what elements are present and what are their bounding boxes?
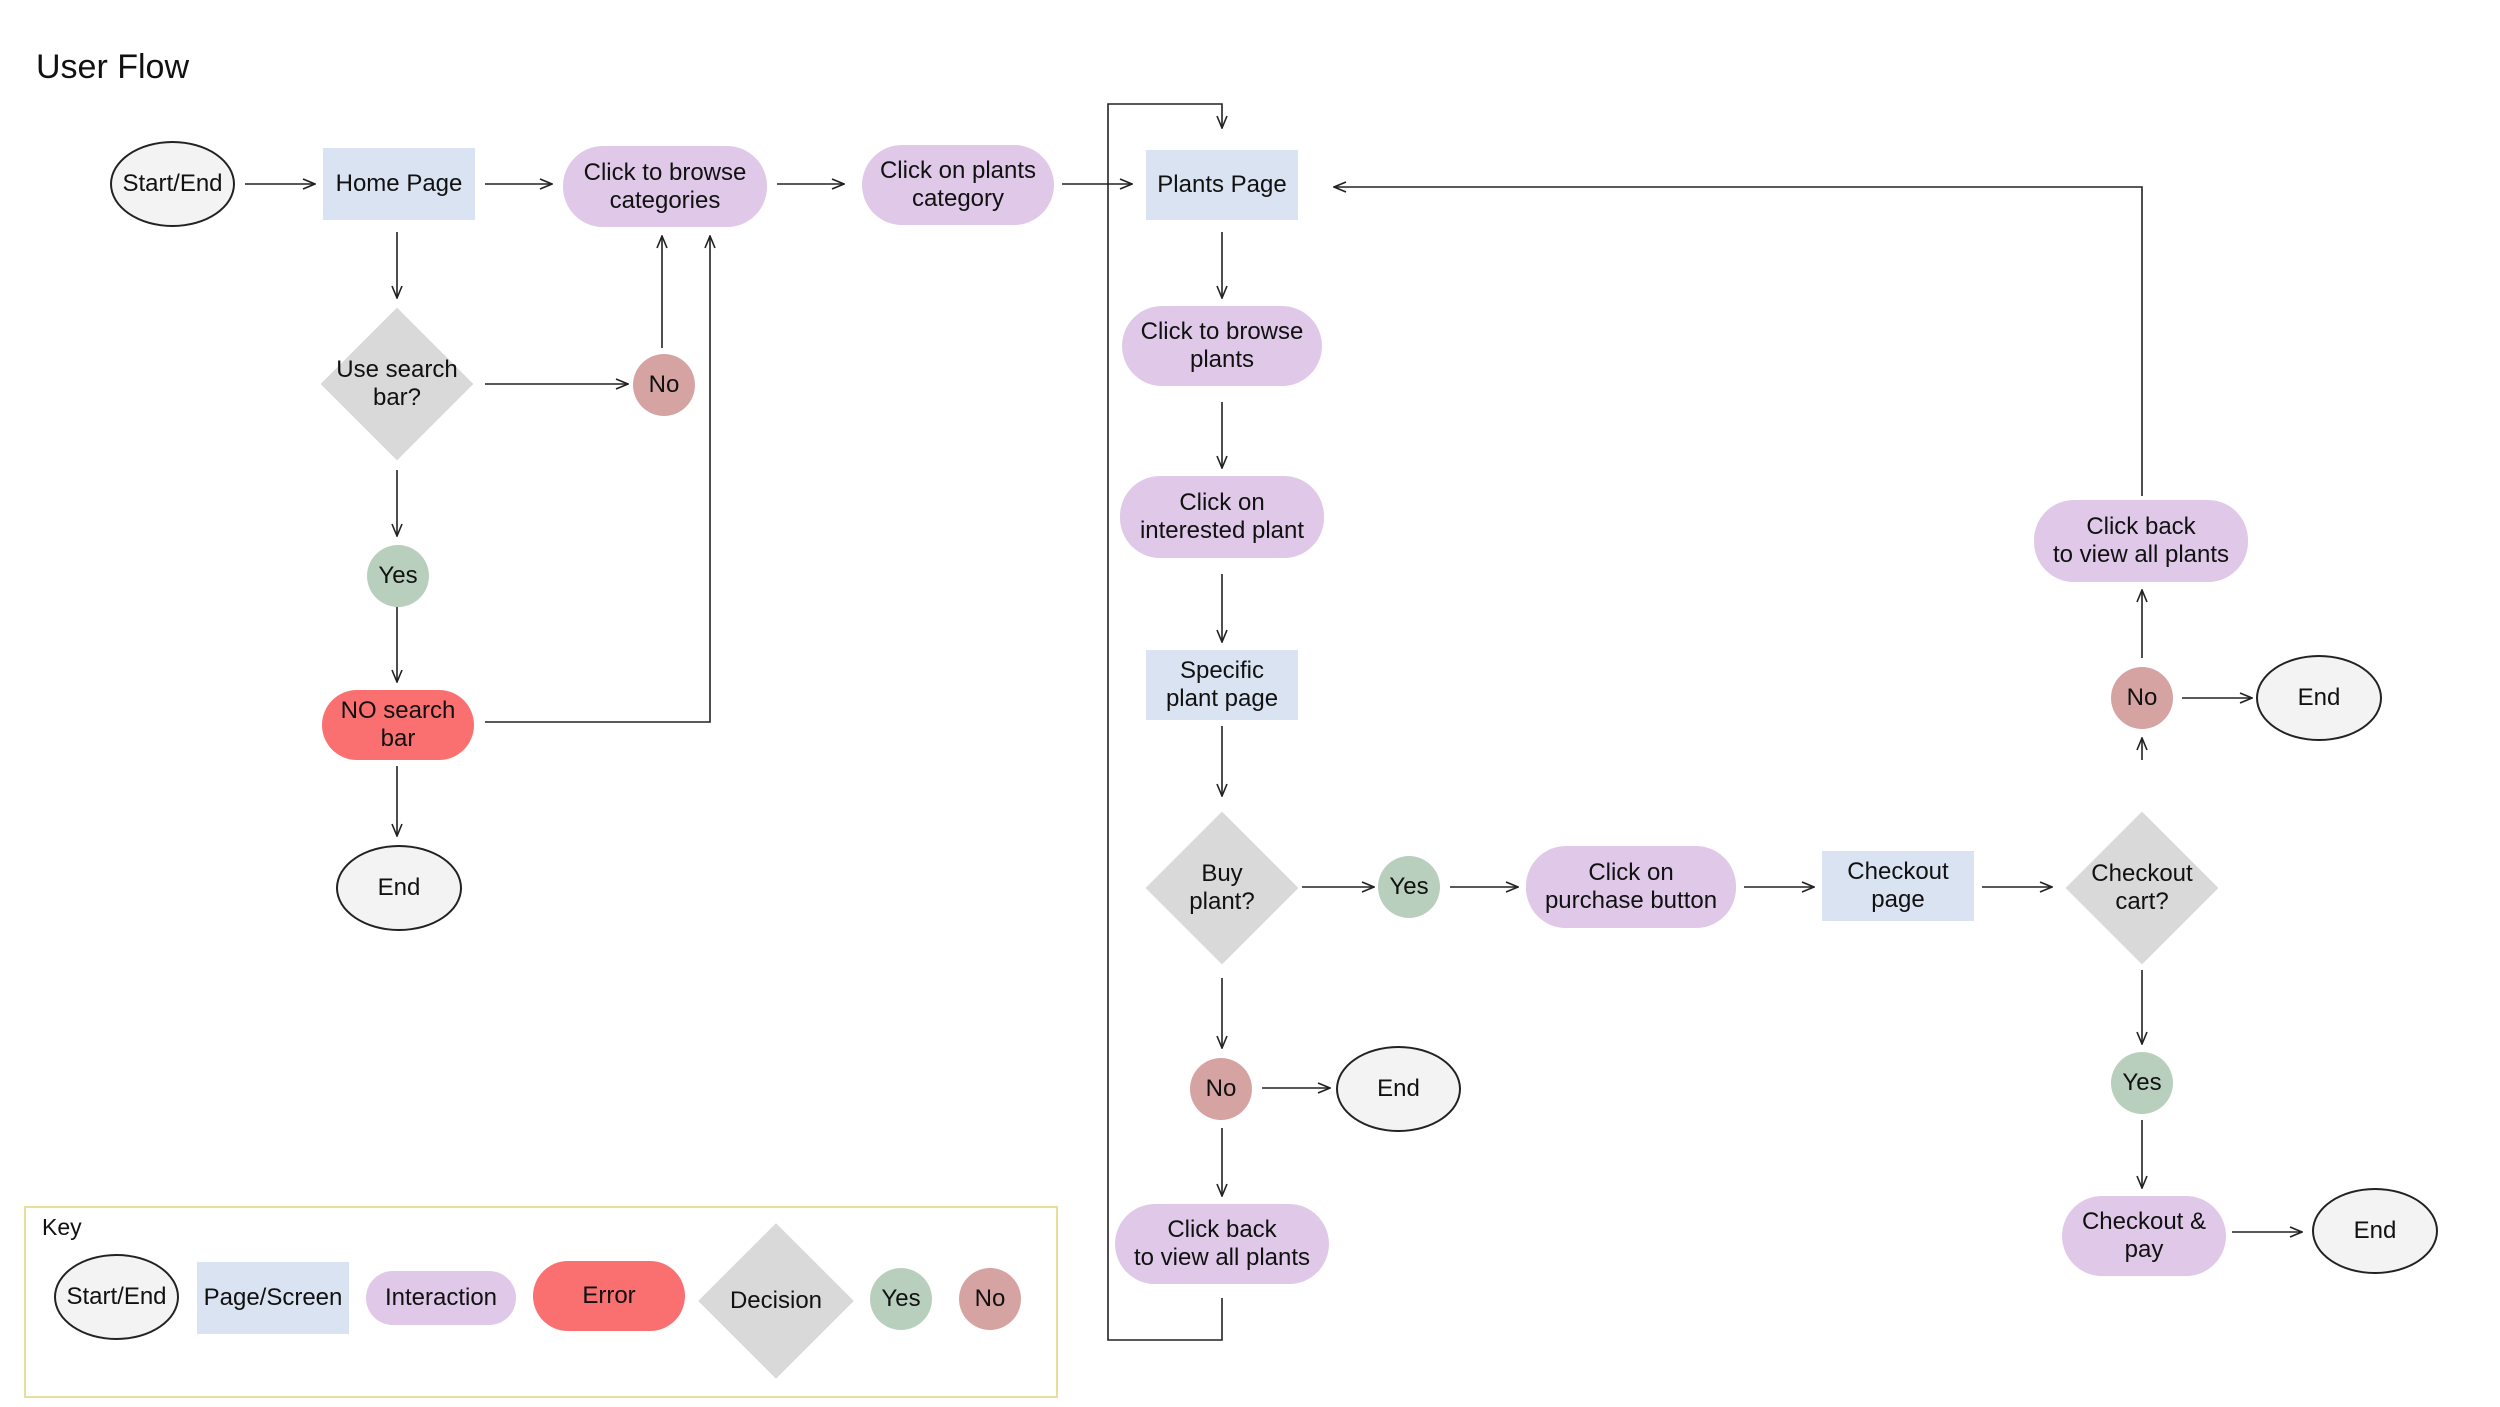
specific-plant-page-box: Specific plant page xyxy=(1146,650,1298,720)
yes-checkout-circle: Yes xyxy=(2111,1052,2173,1114)
buy-plant-label: Buy plant? xyxy=(1189,860,1255,915)
click-back-top-pill: Click back to view all plants xyxy=(2034,500,2248,582)
click-back-bottom-pill: Click back to view all plants xyxy=(1115,1204,1329,1284)
key-yes: Yes xyxy=(870,1268,932,1330)
checkout-page-box: Checkout page xyxy=(1822,851,1974,921)
checkout-cart-label: Checkout cart? xyxy=(2091,860,2193,915)
use-search-decision: Use search bar? xyxy=(320,307,474,461)
checkout-pay-pill: Checkout & pay xyxy=(2062,1196,2226,1276)
plants-page-box: Plants Page xyxy=(1146,150,1298,220)
plants-category-pill: Click on plants category xyxy=(862,145,1054,225)
end-buy-oval: End xyxy=(1336,1046,1461,1132)
key-no: No xyxy=(959,1268,1021,1330)
key-page-screen: Page/Screen xyxy=(197,1262,349,1334)
home-page-box: Home Page xyxy=(323,148,475,220)
buy-plant-decision: Buy plant? xyxy=(1145,811,1299,965)
end-pay-oval: End xyxy=(2312,1188,2438,1274)
purchase-button-pill: Click on purchase button xyxy=(1526,846,1736,928)
loop-back-connector xyxy=(1107,103,1222,1341)
start-end-oval: Start/End xyxy=(110,141,235,227)
no-checkout-circle: No xyxy=(2111,667,2173,729)
browse-categories-pill: Click to browse categories xyxy=(563,146,767,227)
end-left-oval: End xyxy=(336,845,462,931)
yes-search-circle: Yes xyxy=(367,545,429,607)
key-error: Error xyxy=(533,1261,685,1331)
no-search-circle: No xyxy=(633,354,695,416)
key-decision-label: Decision xyxy=(729,1287,823,1315)
yes-buy-circle: Yes xyxy=(1378,856,1440,918)
checkout-cart-decision: Checkout cart? xyxy=(2065,811,2219,965)
no-search-bar-error: NO search bar xyxy=(322,690,474,760)
use-search-label: Use search bar? xyxy=(336,356,458,411)
arrow-clickback-to-plants xyxy=(1334,187,2143,496)
key-interaction: Interaction xyxy=(366,1271,516,1325)
key-title: Key xyxy=(42,1214,82,1240)
no-buy-circle: No xyxy=(1190,1058,1252,1120)
key-decision: Decision xyxy=(698,1223,854,1379)
key-start-end: Start/End xyxy=(54,1254,179,1340)
interested-plant-pill: Click on interested plant xyxy=(1120,476,1324,558)
end-checkout-no-oval: End xyxy=(2256,655,2382,741)
key-legend-box xyxy=(24,1206,1058,1398)
diagram-title: User Flow xyxy=(36,48,190,86)
browse-plants-pill: Click to browse plants xyxy=(1122,306,1322,386)
arrow-nosearch-to-browse xyxy=(485,236,710,723)
